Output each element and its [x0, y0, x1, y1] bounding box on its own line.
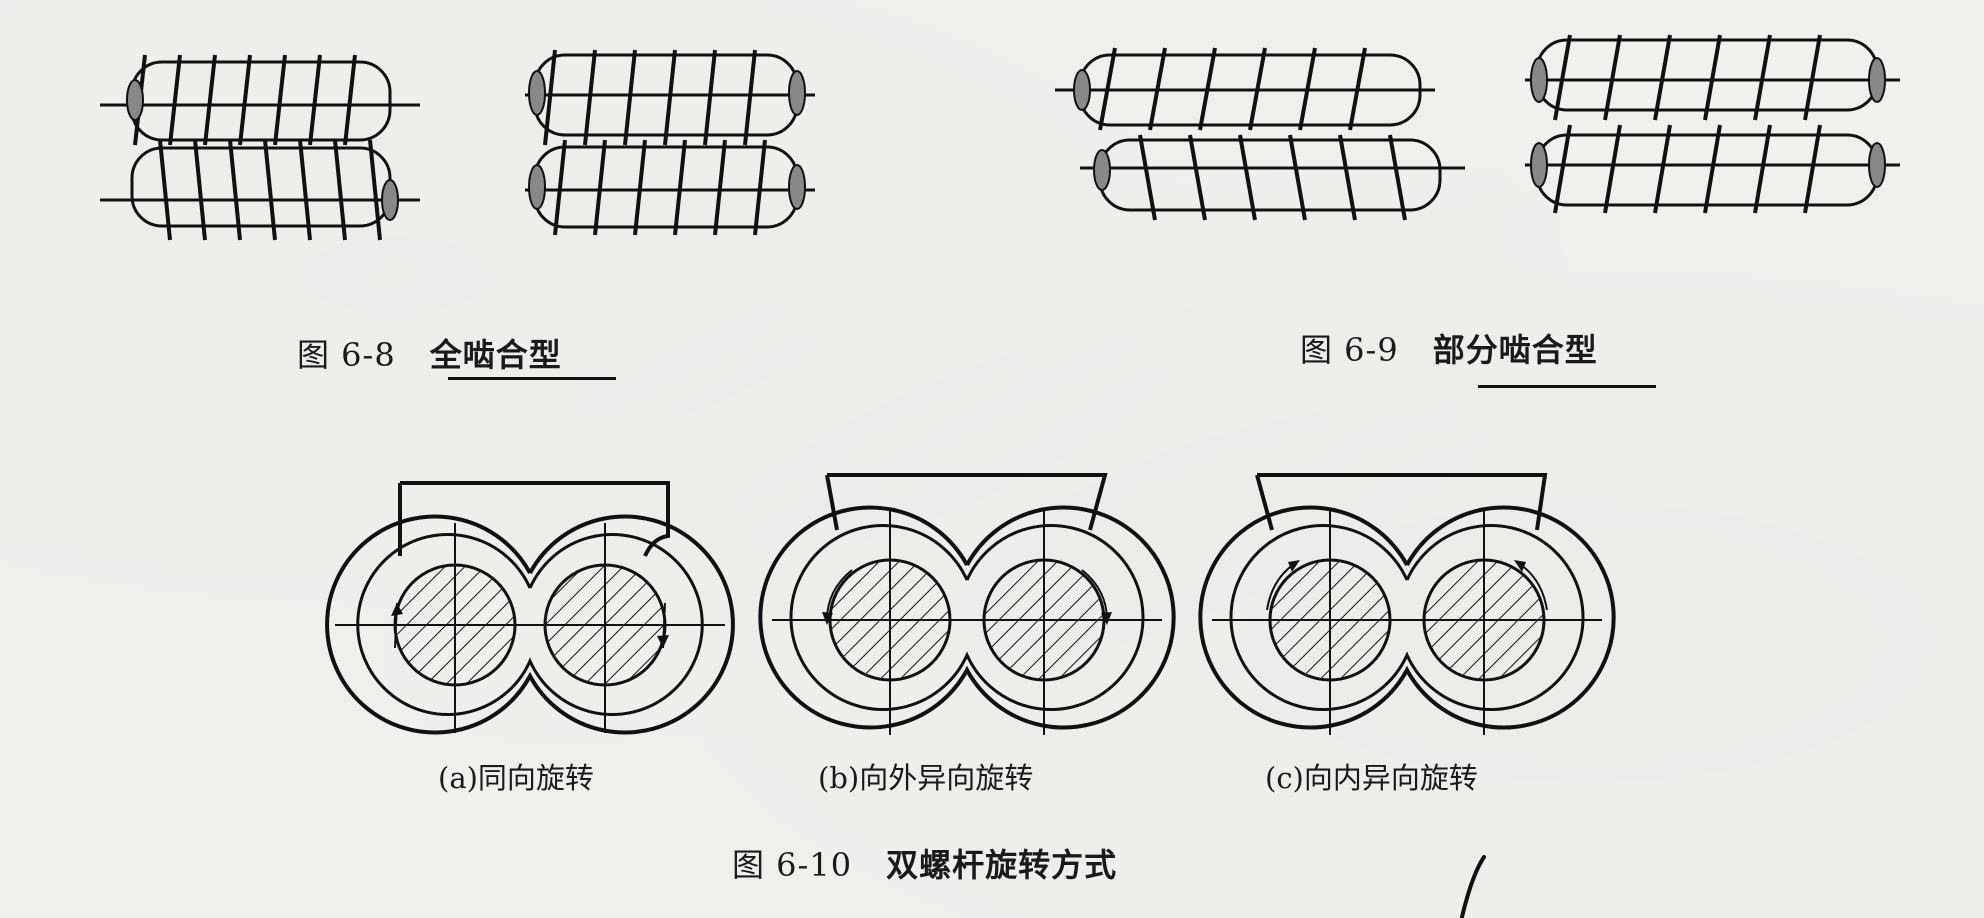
- subfigure-text: 向外异向旋转: [859, 761, 1034, 795]
- figure-title: 部分啮合型: [1432, 331, 1598, 369]
- figure-number: 图 6-8: [297, 336, 396, 374]
- caption-fig-6-8: 图 6-8 全啮合型: [297, 330, 562, 376]
- subfigure-label-b: (b)向外异向旋转: [818, 755, 1033, 797]
- figure-number: 图 6-9: [1300, 331, 1399, 369]
- subfigure-label-c: (c)向内异向旋转: [1265, 755, 1478, 797]
- fig-6-8-left-screw-drawing: [100, 54, 420, 241]
- fig-6-10-a-co-rotating-diagram: [325, 481, 735, 735]
- subfigure-label-a: (a)同向旋转: [438, 755, 594, 797]
- caption-fig-6-9: 图 6-9 部分啮合型: [1300, 325, 1598, 371]
- subfigure-text: 同向旋转: [477, 761, 594, 795]
- figure-number: 图 6-10: [732, 846, 853, 884]
- fig-6-10-c-inward-counter-rotating-diagram: [1198, 473, 1616, 735]
- title-underline-6-8: [448, 377, 616, 380]
- fig-6-10-b-outward-counter-rotating-diagram: [758, 473, 1176, 735]
- fig-6-9-right-screw-drawing: [1525, 34, 1900, 214]
- fig-6-9-left-screw-drawing: [1055, 47, 1465, 221]
- title-underline-6-9: [1478, 385, 1656, 388]
- subfigure-text: 向内异向旋转: [1303, 761, 1478, 795]
- subfigure-letter: (c): [1265, 761, 1304, 795]
- fig-6-8-right-screw-drawing: [525, 49, 815, 236]
- pen-stroke-mark: [1460, 855, 1486, 918]
- caption-fig-6-10: 图 6-10 双螺杆旋转方式: [732, 840, 1117, 886]
- figure-title: 双螺杆旋转方式: [886, 846, 1118, 884]
- subfigure-letter: (b): [818, 761, 860, 795]
- figure-title: 全啮合型: [429, 336, 562, 374]
- subfigure-letter: (a): [438, 761, 478, 795]
